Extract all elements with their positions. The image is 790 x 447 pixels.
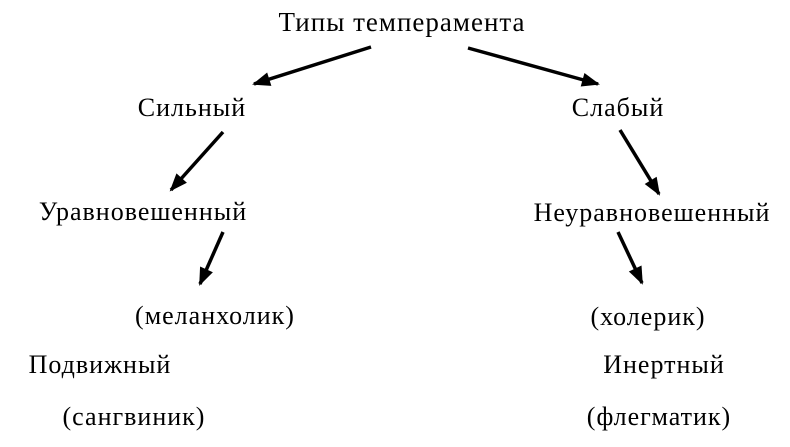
node-phlegmatic: (флегматик) <box>586 402 732 431</box>
node-melancholic: (меланхолик) <box>135 301 295 330</box>
node-mobile: Подвижный <box>28 350 172 379</box>
node-balanced: Уравновешенный <box>38 197 248 226</box>
diagram-title: Типы темперамента <box>278 7 526 37</box>
node-choleric: (холерик) <box>590 302 706 331</box>
arrow-title-to-strong <box>252 45 372 86</box>
node-sanguine: (сангвиник) <box>62 402 206 431</box>
arrow-title-to-weak <box>467 46 600 87</box>
node-strong: Сильный <box>137 93 247 122</box>
arrow-balanced-to-melancholic <box>198 231 225 286</box>
arrow-unbalanced-to-choleric <box>616 231 644 285</box>
node-unbalanced: Неуравновешенный <box>533 198 771 227</box>
arrow-weak-to-unbalanced <box>618 129 661 196</box>
arrow-strong-to-balanced <box>169 130 225 192</box>
node-inert: Инертный <box>603 350 725 379</box>
node-weak: Слабый <box>571 93 665 122</box>
